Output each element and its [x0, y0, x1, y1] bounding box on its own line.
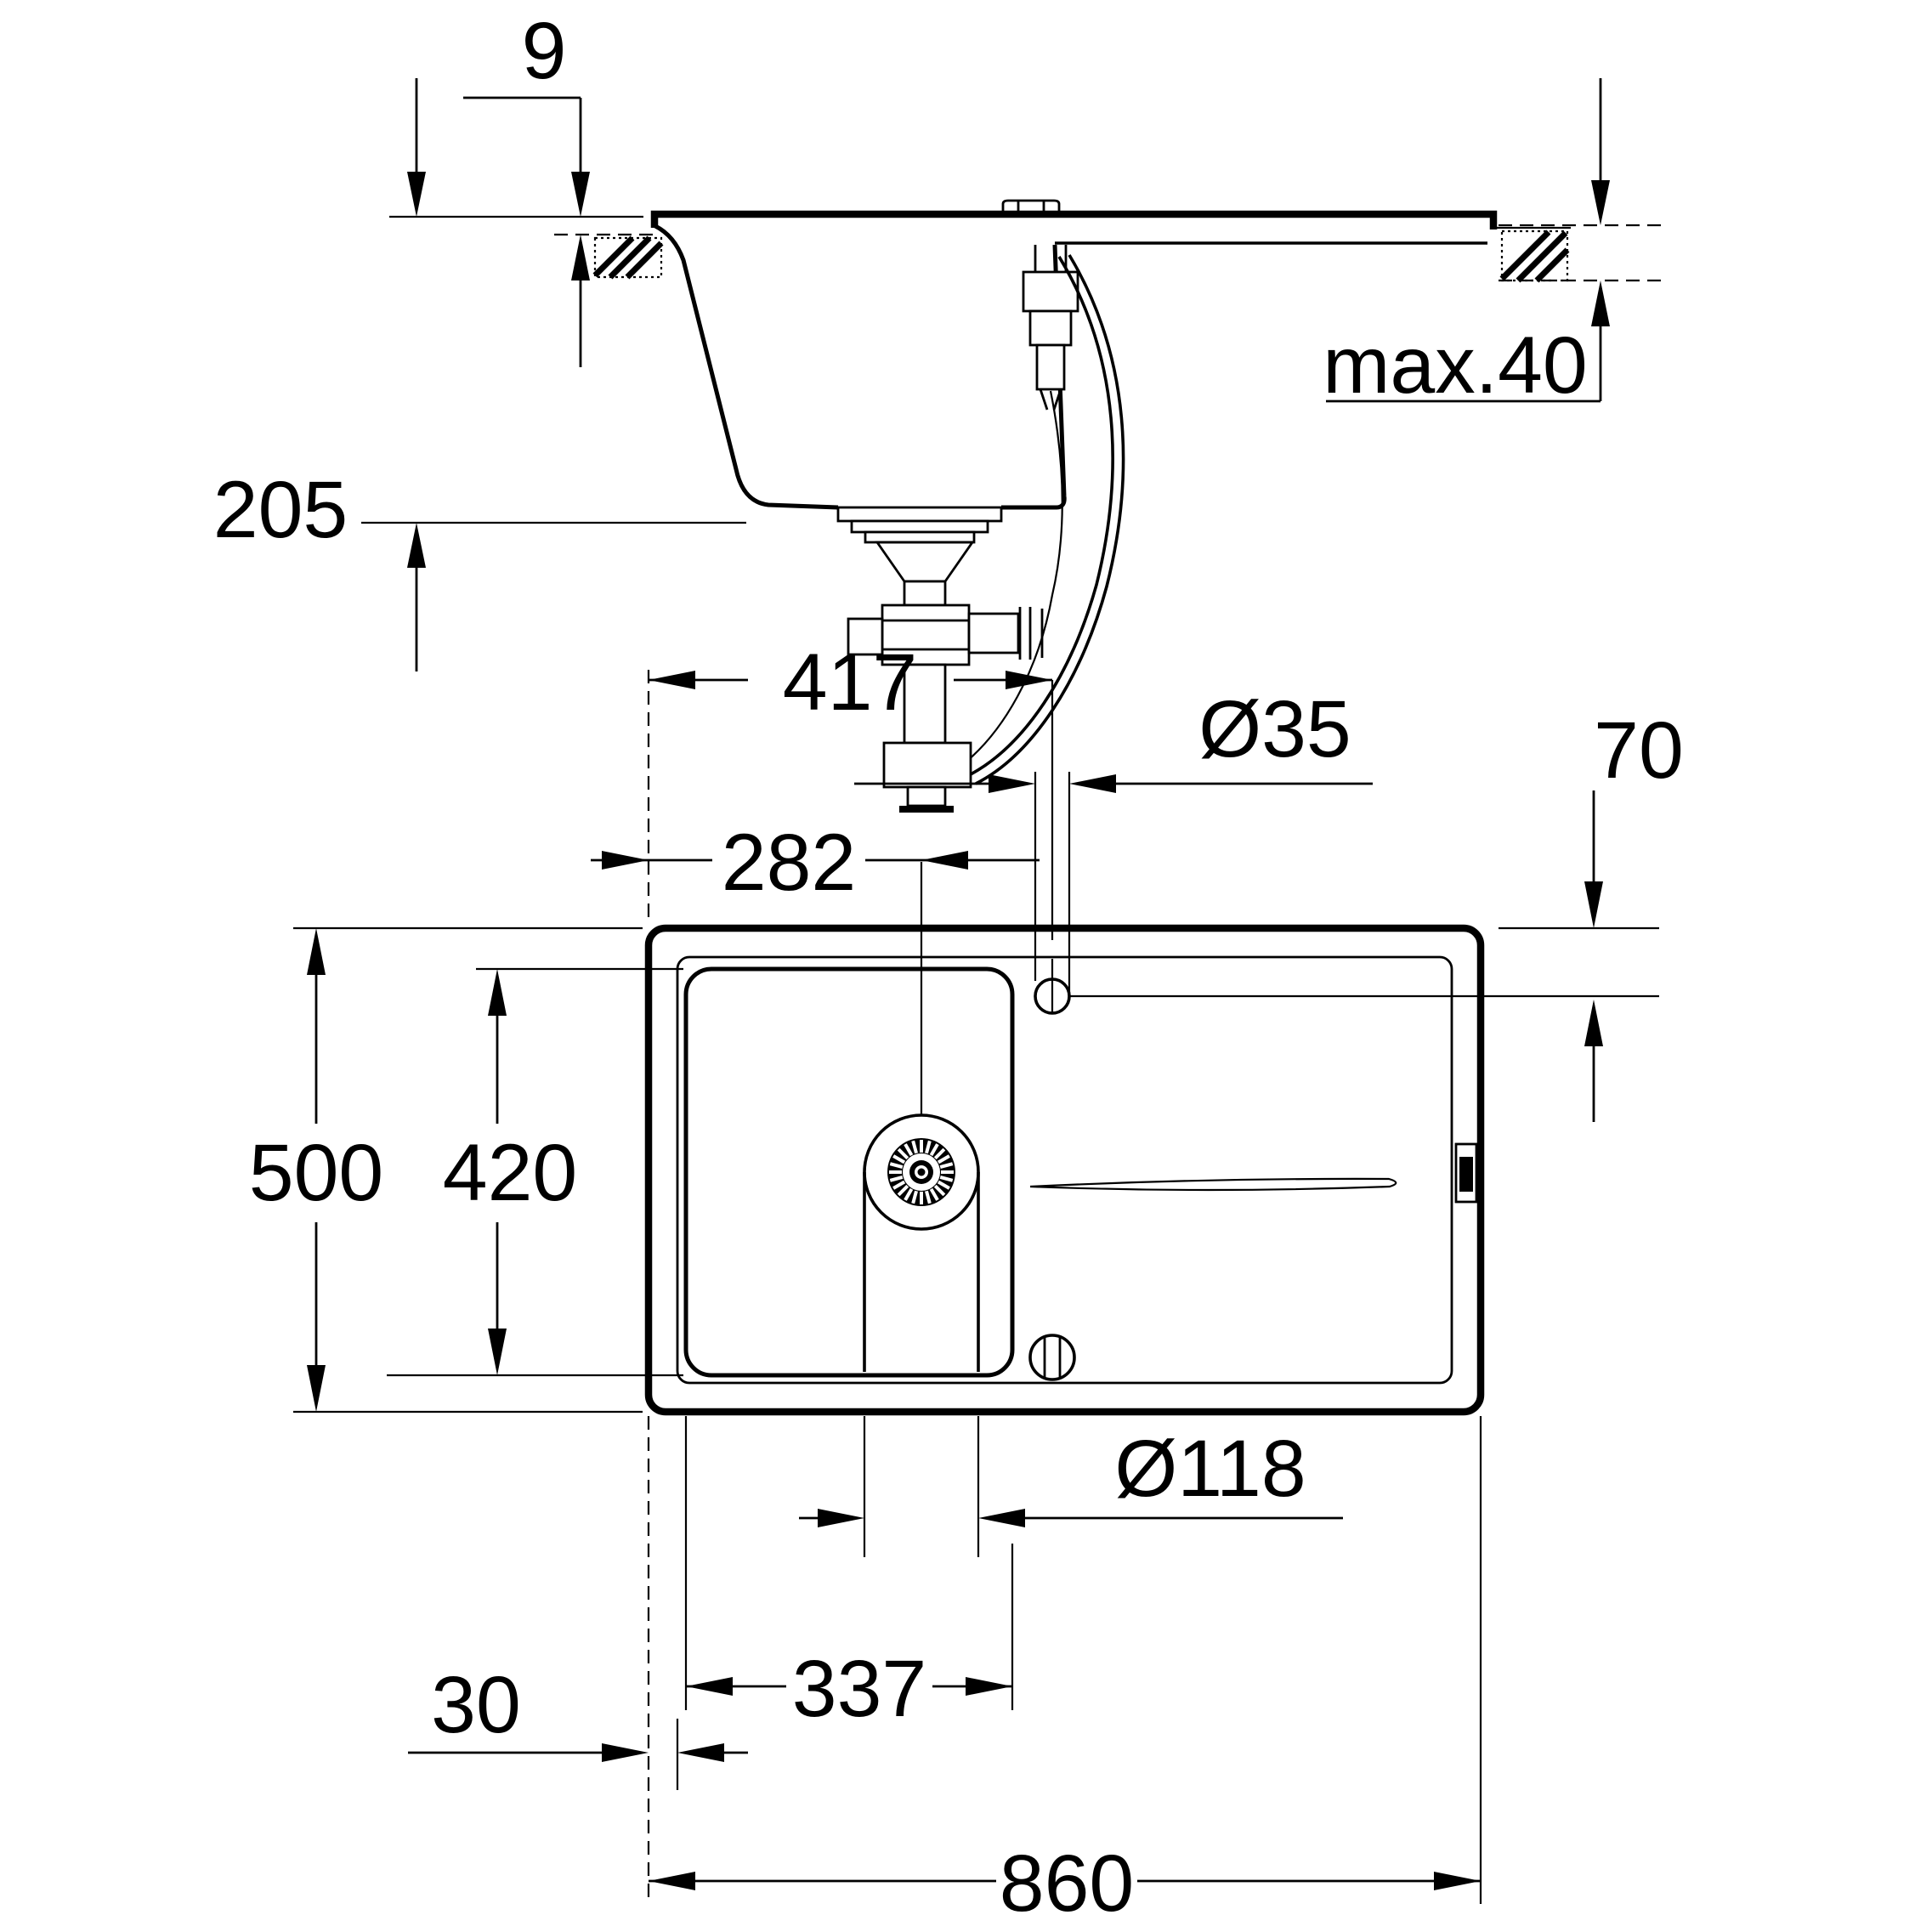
drain-strainer: [887, 1138, 955, 1206]
dim-faucet-from-back: 70: [1584, 705, 1684, 1122]
popup-knob: [1028, 1334, 1076, 1381]
dim-drain-recess-diameter: Ø118: [799, 1424, 1343, 1527]
dim-drain-from-left: 282: [591, 818, 1040, 908]
dim-faucet-hole-diameter: Ø35: [854, 684, 1373, 793]
dim-faucet-from-left: 417: [649, 637, 1052, 728]
popup-cable: [961, 390, 1063, 766]
plan-view: 417 282 Ø35 70 500: [249, 637, 1684, 1929]
extension-lines: [293, 670, 1659, 1904]
section-view: 9 205 max.40: [213, 6, 1663, 813]
dim-bowl-inner-width-label: 337: [792, 1644, 927, 1734]
dim-faucet-hole-diameter-label: Ø35: [1198, 684, 1351, 774]
dim-overall-depth-label: 500: [249, 1128, 384, 1218]
dim-rim-height: 9: [463, 6, 590, 367]
dim-drain-from-left-label: 282: [722, 818, 857, 908]
bowl-inner-edge: [683, 966, 1015, 1378]
rim-edge-mark: [1454, 1142, 1478, 1204]
dim-bowl-inner-width: 337: [686, 1644, 1012, 1734]
hatch-left: [592, 235, 664, 280]
dim-bowl-depth: 205: [213, 78, 746, 671]
drainboard-groove: [1029, 1177, 1397, 1192]
dim-overall-width-label: 860: [1000, 1839, 1135, 1929]
tap-hole-cover: [1001, 199, 1061, 214]
sink-inner-rim: [676, 955, 1453, 1385]
dim-rim-height-label: 9: [522, 6, 567, 96]
sink-outer-edge: [644, 924, 1485, 1416]
dim-drain-recess-diameter-label: Ø118: [1114, 1424, 1306, 1514]
counter-section-right: [1500, 229, 1569, 282]
dim-faucet-from-left-label: 417: [783, 637, 918, 728]
overflow-hose-inner: [968, 256, 1114, 777]
drain-assembly: [836, 506, 1044, 813]
dim-overall-depth: 500: [249, 928, 384, 1412]
overflow-unit: [1022, 245, 1079, 411]
dim-bowl-inner-depth-label: 420: [443, 1128, 578, 1218]
dim-rim-width: 30: [408, 1660, 748, 1762]
dim-counter-thickness: max.40: [1323, 78, 1663, 411]
dim-overall-width: 860: [649, 1839, 1481, 1929]
bowl-left-wall: [654, 224, 839, 510]
hatch-right: [1499, 229, 1570, 283]
dim-bowl-depth-label: 205: [213, 465, 348, 555]
overflow-hose-outer: [975, 254, 1125, 785]
dim-faucet-from-back-label: 70: [1594, 705, 1684, 796]
dim-bowl-inner-depth: 420: [443, 969, 578, 1375]
sink-rim-section: [650, 210, 1498, 229]
dim-rim-width-label: 30: [431, 1660, 521, 1750]
dim-counter-thickness-label: max.40: [1323, 320, 1588, 411]
